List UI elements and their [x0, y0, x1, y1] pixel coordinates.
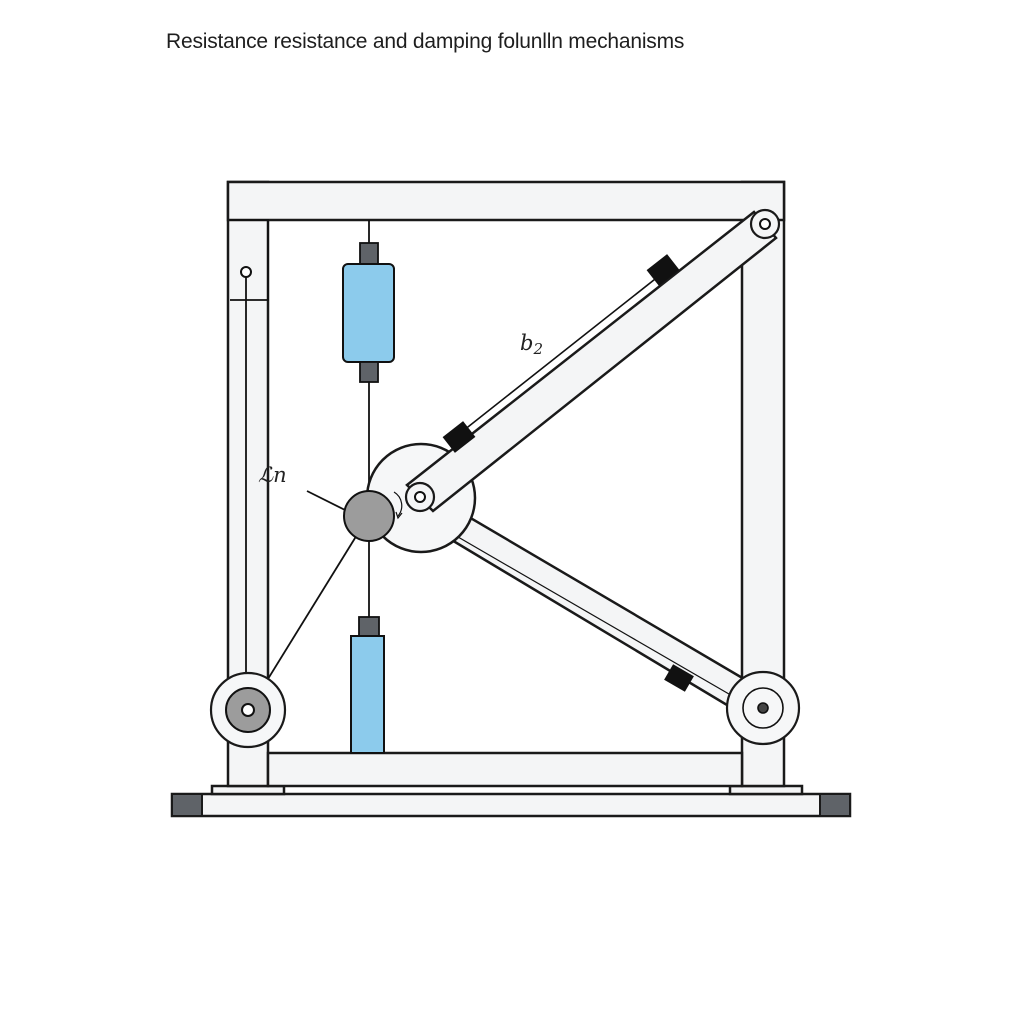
lower-left-pulley [209, 671, 287, 749]
label-b2: b2 [520, 331, 543, 358]
upper-damper-cylinder [342, 263, 395, 363]
lower-arm-bar [438, 508, 775, 722]
upper-arm-bar [405, 210, 778, 513]
upper-arm-block-lower [442, 421, 476, 453]
upper-arm-rail [453, 271, 665, 439]
left-bracket [230, 219, 269, 301]
upper-arm [404, 208, 781, 513]
lower-right-pulley [725, 670, 801, 746]
base-plate-bar [170, 792, 852, 818]
lower-right-pulley-pin [757, 702, 769, 714]
upper-damper [342, 220, 395, 492]
lower-damper [350, 540, 385, 754]
upper-arm-block-upper [646, 254, 680, 286]
lower-arm-inner-line [445, 529, 761, 713]
ln-leader-line [306, 490, 346, 511]
lower-arm [438, 508, 775, 722]
frame-bottom-beam [266, 751, 744, 788]
upper-damper-cap-bottom [359, 361, 379, 383]
left-bracket-pivot [240, 266, 252, 278]
upper-arm-pivot-right [759, 218, 771, 230]
base-end-cap-right [819, 793, 851, 817]
frame-top-beam [226, 180, 786, 222]
base-end-cap-left [171, 793, 203, 817]
figure-title: Resistance resistance and damping folunl… [166, 30, 685, 53]
lower-arm-block [664, 664, 694, 692]
rotation-arrow-icon [393, 491, 403, 517]
upper-arm-pivot-left [414, 491, 426, 503]
lower-damper-cap [358, 616, 380, 638]
lower-left-pulley-pin [241, 703, 255, 717]
central-hub [343, 490, 395, 542]
rotation-arrowhead-icon [395, 511, 403, 520]
lower-damper-cylinder [350, 635, 385, 754]
upper-damper-cap-top [359, 242, 379, 266]
label-ln: ℒn [258, 463, 287, 487]
base-plate [170, 784, 852, 818]
